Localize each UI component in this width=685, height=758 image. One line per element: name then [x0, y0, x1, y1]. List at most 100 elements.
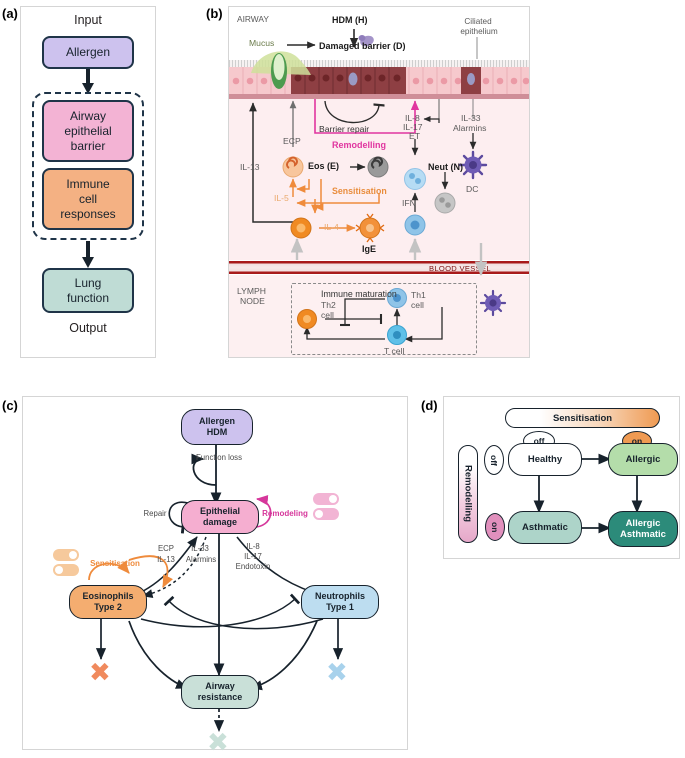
ciliated-epithelium-label-l1: Ciliated: [464, 17, 492, 26]
axis-remodelling: Remodelling: [458, 445, 478, 543]
panel-b-cells: [282, 35, 507, 345]
basement-membrane: [229, 94, 529, 99]
immune-maturation-label: Immune maturation: [321, 289, 397, 299]
edge-label-repair: Repair: [143, 509, 167, 518]
ifn-label: IFN: [402, 198, 416, 208]
state-asthmatic-label: Asthmatic: [522, 521, 568, 533]
edge-label-remodeling: Remodeling: [262, 509, 308, 518]
edge-label-ecp: ECP: [157, 544, 175, 553]
state-allergic-label: Allergic: [625, 453, 661, 465]
panel-a: Input Allergen Airway epithelial barrier…: [20, 6, 156, 358]
badge-sens-on-label: on: [631, 436, 643, 446]
badge-remodelling-off: off: [484, 445, 504, 475]
toggle-remodeling-off[interactable]: [313, 508, 339, 520]
il13-label: IL-13: [240, 162, 260, 172]
state-allergic-asthmatic[interactable]: Allergic Asthmatic: [608, 511, 678, 547]
allergen-hdm-l2: HDM: [206, 427, 228, 437]
panel-a-input-label: Input: [74, 13, 102, 27]
blood-vessel-band: [229, 260, 529, 275]
blood-vessel-label: BLOOD VESSEL: [429, 264, 491, 273]
lymph-node-label-l1: LYMPH: [237, 286, 266, 296]
badge-remodelling-on: on: [485, 513, 505, 541]
node-allergen-hdm[interactable]: Allergen HDM: [181, 409, 253, 445]
tcell-label: T cell: [384, 346, 405, 356]
node-immune-cell-responses[interactable]: Immune cell responses: [42, 168, 134, 230]
edge-label-il8: IL-8: [246, 542, 260, 551]
edge-label-il13: IL-13: [157, 555, 175, 564]
neutrophil-readout-x: ✖: [326, 657, 348, 687]
arrow-barrier-to-lung: [82, 241, 94, 268]
il17-label: IL-17: [403, 122, 423, 132]
node-lung-function[interactable]: Lung function: [42, 268, 134, 313]
state-healthy-label: Healthy: [527, 453, 563, 465]
sensitisation-label-b: Sensitisation: [332, 186, 387, 196]
airway-resistance-l1: Airway: [205, 681, 235, 692]
panel-b-label: (b): [206, 6, 223, 21]
airway-label: AIRWAY: [237, 14, 269, 24]
state-allergic-asthmatic-l2: Asthmatic: [620, 529, 666, 540]
edge-label-il17: IL-17: [244, 552, 262, 561]
node-airway-resistance[interactable]: Airway resistance: [181, 675, 259, 709]
node-neutrophils-type1[interactable]: Neutrophils Type 1: [301, 585, 379, 619]
panel-b-connectors: [249, 29, 488, 343]
ige-label: IgE: [362, 244, 377, 254]
state-healthy[interactable]: Healthy: [508, 443, 582, 476]
mucus-goblet-cell: [251, 51, 311, 89]
th1-label-l1: Th1: [411, 290, 426, 300]
barrier-label-l2: epithelial: [64, 123, 112, 138]
toggle-sensitisation-on[interactable]: [53, 549, 79, 561]
remodelling-label: Remodelling: [332, 140, 387, 150]
state-allergic-asthmatic-l1: Allergic: [625, 517, 661, 529]
hdm-label: HDM (H): [332, 15, 368, 25]
badge-sens-off-label: off: [533, 436, 545, 446]
panel-d: Sensitisation Remodelling off on off on …: [443, 396, 680, 559]
panel-d-label: (d): [421, 398, 438, 413]
neutrophils-l2: Type 1: [326, 602, 354, 612]
immune-label-l3: responses: [60, 206, 116, 221]
node-allergen-label: Allergen: [65, 45, 111, 59]
neutrophils-l1: Neutrophils: [314, 591, 365, 602]
ciliated-epithelium-label-l2: epithelium: [460, 27, 498, 36]
lung-label-l2: function: [66, 290, 110, 305]
node-eosinophils-type2[interactable]: Eosinophils Type 2: [69, 585, 147, 619]
il5-label: IL-5: [274, 193, 289, 203]
state-allergic[interactable]: Allergic: [608, 443, 678, 476]
lung-label-l1: Lung: [74, 275, 102, 290]
panel-a-label: (a): [2, 6, 18, 21]
edge-label-sensitisation: Sensitisation: [90, 559, 140, 568]
eosinophils-l2: Type 2: [94, 602, 122, 612]
edge-label-alarmins: Alarmins: [185, 555, 217, 564]
th1-label-l2: cell: [411, 300, 424, 310]
barrier-repair-label: Barrier repair: [319, 124, 370, 134]
immune-label-l2: cell: [78, 191, 97, 206]
edge-label-il33: IL-33: [191, 544, 209, 553]
panel-d-edges: [533, 453, 643, 534]
il8-label: IL-8: [405, 113, 420, 123]
panel-b: BLOOD VESSEL: [228, 6, 530, 358]
airway-resistance-l2: resistance: [197, 692, 243, 702]
lymph-node-label-l2: NODE: [240, 296, 265, 306]
toggle-remodeling-on[interactable]: [313, 493, 339, 505]
toggle-knob-remod-off: [315, 510, 323, 518]
lymph-node-box: [291, 283, 477, 355]
panel-c: Allergen HDM Epithelial damage Eosinophi…: [22, 396, 408, 755]
th2-label-l2: cell: [321, 310, 334, 320]
axis-sensitisation-label: Sensitisation: [552, 412, 613, 424]
node-epithelial-damage[interactable]: Epithelial damage: [181, 500, 259, 534]
node-airway-epithelial-barrier[interactable]: Airway epithelial barrier: [42, 100, 134, 162]
epithelial-damage-l2: damage: [202, 517, 237, 527]
state-asthmatic[interactable]: Asthmatic: [508, 511, 582, 544]
dc-label: DC: [466, 184, 479, 194]
barrier-label-l1: Airway: [69, 108, 106, 123]
node-allergen[interactable]: Allergen: [42, 36, 134, 69]
neut-label: Neut (N): [428, 162, 463, 172]
mucus-label: Mucus: [249, 38, 275, 48]
toggle-sensitisation-off[interactable]: [53, 564, 79, 576]
airway-readout-x: ✖: [207, 727, 229, 757]
arrow-allergen-to-barrier: [82, 69, 94, 94]
alarmins-label: Alarmins: [453, 123, 487, 133]
eosinophil-readout-x: ✖: [89, 657, 111, 687]
th2-label-l1: Th2: [321, 300, 336, 310]
il4-label: IL-4: [324, 222, 339, 232]
epithelial-damage-l1: Epithelial: [199, 506, 240, 517]
